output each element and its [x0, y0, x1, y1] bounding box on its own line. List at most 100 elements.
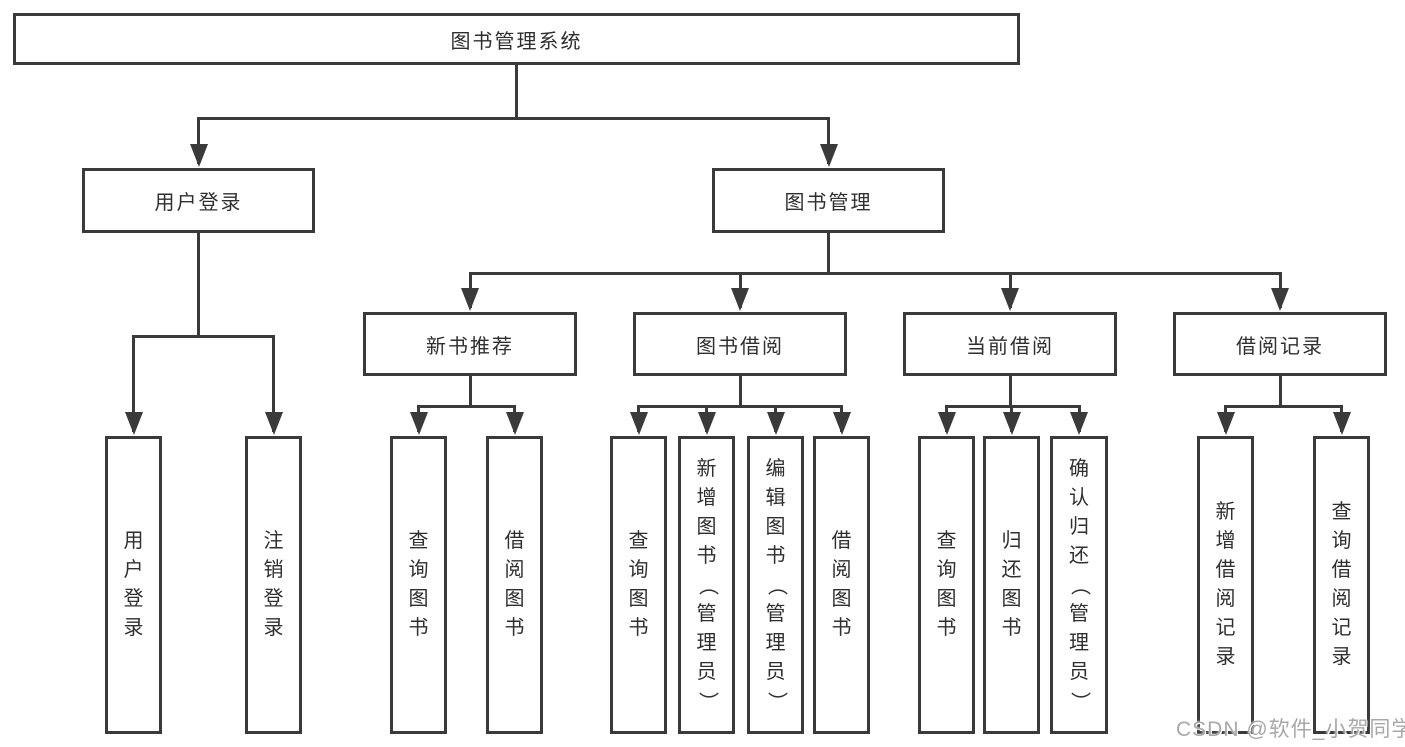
- edge-branch: [468, 271, 1282, 275]
- node-root: 图书管理系统: [13, 13, 1020, 65]
- vertical-label-char: 还: [1001, 559, 1022, 581]
- vertical-label-char: 书: [765, 544, 786, 567]
- vertical-label-char: 录: [1331, 646, 1352, 668]
- vertical-label-char: 注: [263, 530, 284, 552]
- arrow-down-icon: [731, 288, 749, 311]
- vertical-label-char: 查: [628, 530, 649, 552]
- vertical-label-char: 书: [408, 617, 429, 639]
- vertical-label-char: 查: [408, 530, 429, 552]
- vertical-label-char: 借: [831, 530, 852, 552]
- vertical-label-char: 登: [263, 588, 284, 610]
- node-leaf-bb-borrow: 借阅图书: [813, 436, 870, 734]
- arrow-down-icon: [1002, 412, 1021, 435]
- vertical-label-char: 书: [936, 617, 957, 639]
- edge-branch: [132, 334, 275, 338]
- vertical-label-char: ）: [696, 691, 718, 711]
- arrow-down-icon: [461, 288, 479, 311]
- arrow-down-icon: [629, 412, 648, 435]
- arrow-down-icon: [697, 412, 716, 435]
- node-leaf-cb-return: 归还图书: [983, 436, 1040, 734]
- edge-drop: [272, 336, 275, 432]
- vertical-label-char: 增: [696, 486, 717, 509]
- vertical-label-char: 还: [1069, 544, 1089, 567]
- vertical-label-char: 询: [1331, 530, 1352, 552]
- vertical-label-char: 借: [1215, 559, 1236, 581]
- vertical-label-char: 管: [696, 602, 717, 625]
- vertical-label-char: 记: [1215, 617, 1236, 639]
- arrow-down-icon: [189, 144, 208, 167]
- vertical-label-char: 询: [628, 559, 649, 581]
- arrow-down-icon: [1271, 288, 1289, 311]
- node-book-borrow: 图书借阅: [633, 312, 847, 376]
- vertical-label-char: 图: [936, 588, 957, 610]
- vertical-label-char: 理: [765, 631, 786, 654]
- node-leaf-bb-add: 新增图书（管理员）: [678, 436, 735, 734]
- arrow-down-icon: [1332, 412, 1351, 435]
- edge-drop: [827, 118, 830, 164]
- vertical-label-char: 录: [1215, 646, 1236, 668]
- node-current-borrow: 当前借阅: [903, 312, 1117, 376]
- vertical-label-char: 新: [1215, 501, 1236, 523]
- vertical-label-char: 书: [696, 544, 717, 567]
- arrow-down-icon: [937, 412, 956, 435]
- arrow-down-icon: [1070, 412, 1088, 435]
- vertical-label-char: 录: [123, 617, 144, 639]
- vertical-label-char: 录: [263, 617, 284, 639]
- node-leaf-cb-confirm: 确认归还 （ 管理员 ）: [1050, 436, 1108, 734]
- vertical-label-char: 理: [1069, 631, 1089, 654]
- vertical-label-char: 户: [123, 559, 144, 581]
- vertical-label-char: ）: [1068, 691, 1091, 711]
- vertical-label-char: 阅: [1331, 588, 1352, 610]
- vertical-label-char: 查: [1331, 501, 1352, 523]
- vertical-label-char: 图: [831, 588, 852, 610]
- vertical-label-char: 编: [765, 457, 786, 480]
- node-leaf-br-query: 查询借阅记录: [1313, 436, 1370, 734]
- vertical-label-char: 增: [1215, 530, 1236, 552]
- vertical-label-char: （: [1068, 575, 1091, 595]
- vertical-label-char: （: [765, 575, 787, 595]
- node-leaf-logout: 注销登录: [245, 436, 302, 734]
- edge-stem: [738, 376, 742, 406]
- node-leaf-br-add: 新增借阅记录: [1197, 436, 1254, 734]
- node-book-mgmt: 图书管理: [712, 168, 945, 233]
- vertical-label-char: 图: [504, 588, 525, 610]
- node-leaf-cb-query: 查询图书: [918, 436, 975, 734]
- vertical-label-char: 员: [696, 660, 717, 683]
- edge-branch: [417, 404, 516, 408]
- vertical-label-char: 借: [504, 530, 525, 552]
- node-new-book-rec: 新书推荐: [363, 312, 577, 376]
- vertical-label-char: 认: [1069, 486, 1089, 509]
- edge-stem: [197, 233, 200, 336]
- vertical-label-char: 借: [1331, 559, 1352, 581]
- vertical-label-char: 记: [1331, 617, 1352, 639]
- edge-drop: [197, 118, 200, 164]
- node-leaf-bb-edit: 编辑图书（管理员）: [747, 436, 804, 734]
- vertical-label-char: 归: [1069, 515, 1089, 538]
- vertical-label-char: 管: [765, 602, 786, 625]
- watermark: CSDN @软件_小贺同学: [1176, 718, 1405, 741]
- vertical-label-char: 询: [936, 559, 957, 581]
- vertical-label-char: 确: [1069, 457, 1089, 480]
- vertical-label-char: 阅: [1215, 588, 1236, 610]
- vertical-label-char: 用: [123, 530, 144, 552]
- edge-stem: [1278, 376, 1282, 406]
- vertical-label-char: 查: [936, 530, 957, 552]
- edge-stem: [515, 65, 518, 118]
- edge-branch: [637, 404, 843, 408]
- arrow-down-icon: [264, 412, 283, 435]
- vertical-label-char: 书: [831, 617, 852, 639]
- vertical-label-char: 管: [1069, 602, 1089, 625]
- vertical-label-char: 辑: [765, 486, 786, 509]
- node-leaf-rec-borrow: 借阅图书: [486, 436, 543, 734]
- vertical-label-char: 员: [765, 660, 786, 683]
- vertical-label-char: 新: [696, 457, 717, 480]
- vertical-label-char: 书: [628, 617, 649, 639]
- vertical-label-char: 理: [696, 631, 717, 654]
- vertical-label-char: 销: [263, 559, 284, 581]
- vertical-label-char: 图: [696, 515, 717, 538]
- vertical-label-char: 图: [765, 515, 786, 538]
- vertical-label-char: 员: [1069, 660, 1089, 683]
- node-borrow-records: 借阅记录: [1173, 312, 1387, 376]
- arrow-down-icon: [766, 412, 785, 435]
